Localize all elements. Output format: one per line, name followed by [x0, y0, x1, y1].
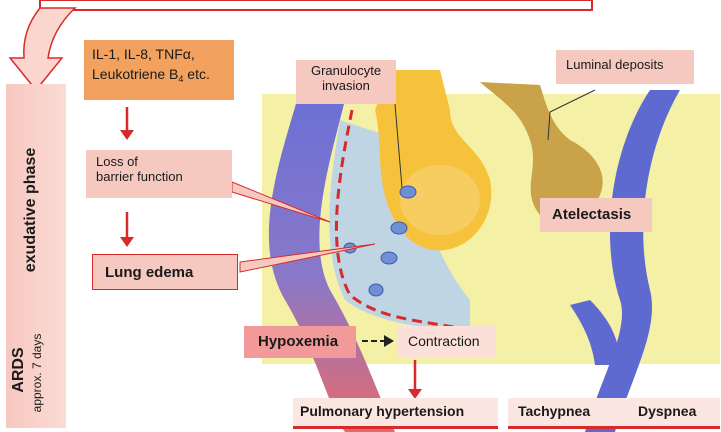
- bottom-underline-left: [293, 426, 498, 429]
- hypoxemia-box: Hypoxemia: [244, 326, 356, 358]
- loss-of-barrier-box: Loss of barrier function: [86, 150, 232, 198]
- alveolus-shading: [400, 165, 480, 235]
- mediators-box: IL-1, IL-8, TNFα, Leukotriene B4 etc.: [84, 40, 234, 100]
- atelectasis-box: Atelectasis: [540, 198, 652, 232]
- tachypnea-label: Tachypnea: [518, 403, 608, 423]
- ards-label: ARDS: [10, 340, 32, 400]
- pulmonary-hypertension-label: Pulmonary hypertension: [300, 403, 496, 423]
- mediators-line1: IL-1, IL-8, TNFα,: [92, 46, 226, 62]
- lung-edema-box: Lung edema: [92, 254, 238, 290]
- phase-down-arrow: [10, 8, 75, 90]
- contraction-box: Contraction: [398, 326, 496, 358]
- mediators-line2: Leukotriene B4 etc.: [92, 66, 226, 84]
- phase-label: exudative phase: [22, 120, 48, 300]
- dyspnea-label: Dyspnea: [638, 403, 714, 423]
- duration-label: approx. 7 days: [30, 318, 46, 428]
- top-banner-frame: [40, 0, 592, 10]
- granulocyte-invasion-box: Granulocyte invasion: [296, 60, 396, 104]
- bottom-underline-right: [508, 426, 720, 429]
- luminal-deposits-box: Luminal deposits: [556, 50, 694, 84]
